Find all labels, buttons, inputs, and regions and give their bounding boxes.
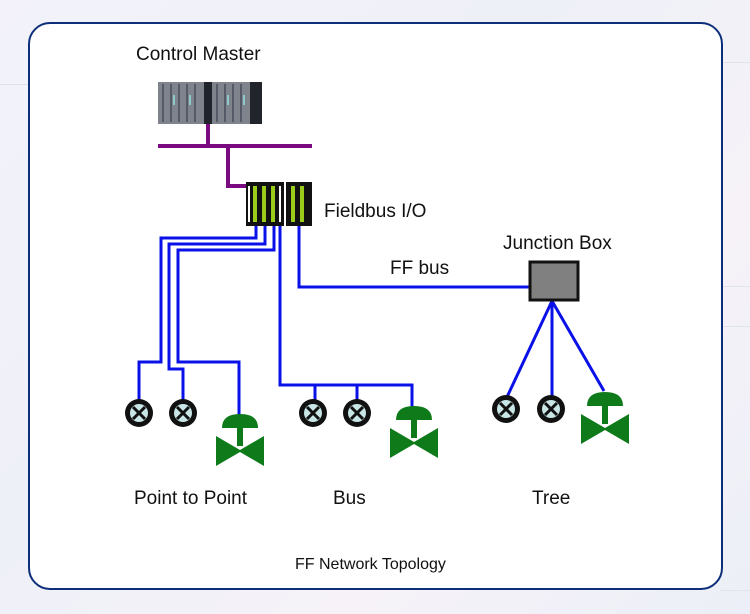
- background-line: [720, 326, 750, 327]
- bus-label: Bus: [333, 488, 366, 509]
- diagram-frame: [28, 22, 723, 590]
- fieldbus-io-module: [246, 182, 312, 226]
- diagram-caption: FF Network Topology: [295, 556, 446, 573]
- ff-bus-label: FF bus: [390, 258, 450, 279]
- junction-box-label: Junction Box: [503, 233, 612, 254]
- valve-icon: [390, 406, 438, 458]
- transmitter-icon: [169, 399, 197, 427]
- junction-box: [528, 260, 580, 302]
- transmitter-icon: [537, 395, 565, 423]
- tree-label: Tree: [532, 488, 571, 509]
- valve-icon: [216, 414, 264, 466]
- fieldbus-wiring: [137, 226, 606, 416]
- point-to-point-label: Point to Point: [134, 488, 248, 509]
- transmitter-icons: [125, 395, 565, 427]
- background-line: [0, 84, 30, 85]
- transmitter-icon: [299, 399, 327, 427]
- control-network: [158, 124, 312, 188]
- transmitter-icon: [492, 395, 520, 423]
- background-line: [720, 62, 750, 63]
- valve-icon: [581, 392, 629, 444]
- background-line: [720, 286, 750, 287]
- transmitter-icon: [125, 399, 153, 427]
- valve-icons: [216, 392, 629, 466]
- background-line: [720, 590, 750, 591]
- control-master-label: Control Master: [136, 44, 261, 65]
- fieldbus-io-label: Fieldbus I/O: [324, 201, 427, 222]
- control-master-rack: [158, 82, 262, 124]
- transmitter-icon: [343, 399, 371, 427]
